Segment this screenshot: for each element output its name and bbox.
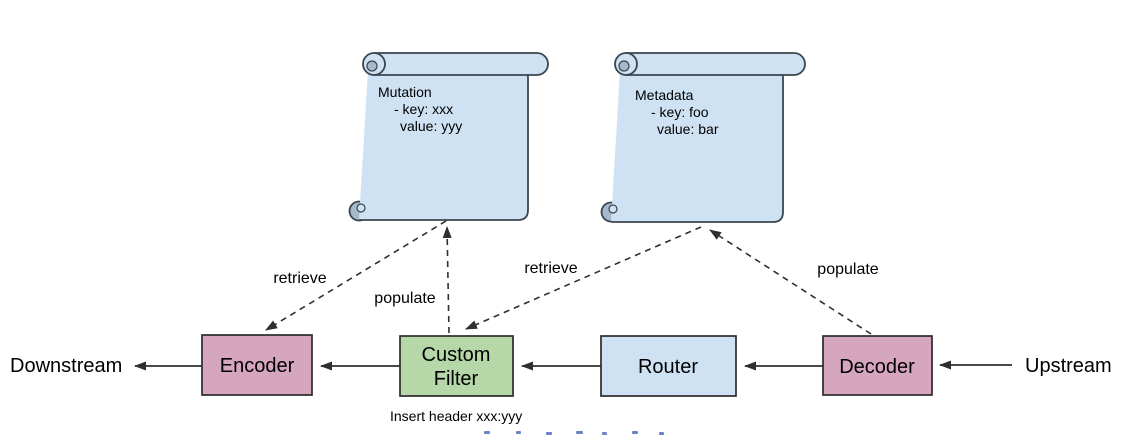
metadata-scroll: Metadata - key: foo value: bar [600,52,806,223]
mutation-scroll-spiral-inner [366,60,378,72]
edge-metadata-retrieve [465,226,702,330]
downstream-label: Downstream [10,355,122,377]
mutation-key-line: - key: xxx [394,101,453,117]
metadata-key-line: - key: foo [651,104,709,120]
metadata-value-line: value: bar [657,121,719,137]
node-custom-filter: Custom Filter [399,335,514,397]
mutation-title: Mutation [378,84,432,100]
mutation-scroll-roll [373,52,549,76]
decoder-box [822,335,933,396]
decoder-label: Decoder [839,356,915,378]
mutation-scroll-curl-inner [356,203,366,213]
node-router: Router [600,335,737,397]
encoder-label: Encoder [220,355,295,377]
edge-metadata-populate [709,229,872,335]
mutation-scroll: Mutation - key: xxx value: yyy [348,52,549,222]
dashed-edges: retrieve populate retrieve populate [265,220,879,335]
chain-arrows [134,360,1012,371]
metadata-scroll-curl-inner [608,204,618,214]
edge-mutation-retrieve [265,220,447,331]
label-populate-mutation: populate [374,290,435,307]
mutation-value-line: value: yyy [400,118,462,134]
node-decoder: Decoder [822,335,933,396]
metadata-scroll-spiral-inner [618,60,630,72]
encoder-box [201,334,313,396]
upstream-label: Upstream [1025,355,1112,377]
custom-filter-label-line1: Custom [422,344,491,366]
insert-header-caption: Insert header xxx:yyy [390,408,522,424]
metadata-scroll-roll [625,52,806,76]
custom-filter-box [399,335,514,397]
edge-mutation-populate [442,226,452,334]
clipped-text-fragments [484,431,664,435]
custom-filter-label-line2: Filter [434,368,479,390]
label-retrieve-filter: retrieve [524,260,577,277]
metadata-title: Metadata [635,87,694,103]
node-encoder: Encoder [201,334,313,396]
router-box [600,335,737,397]
label-retrieve-encoder: retrieve [273,270,326,287]
router-label: Router [638,356,698,378]
label-populate-metadata: populate [817,261,878,278]
